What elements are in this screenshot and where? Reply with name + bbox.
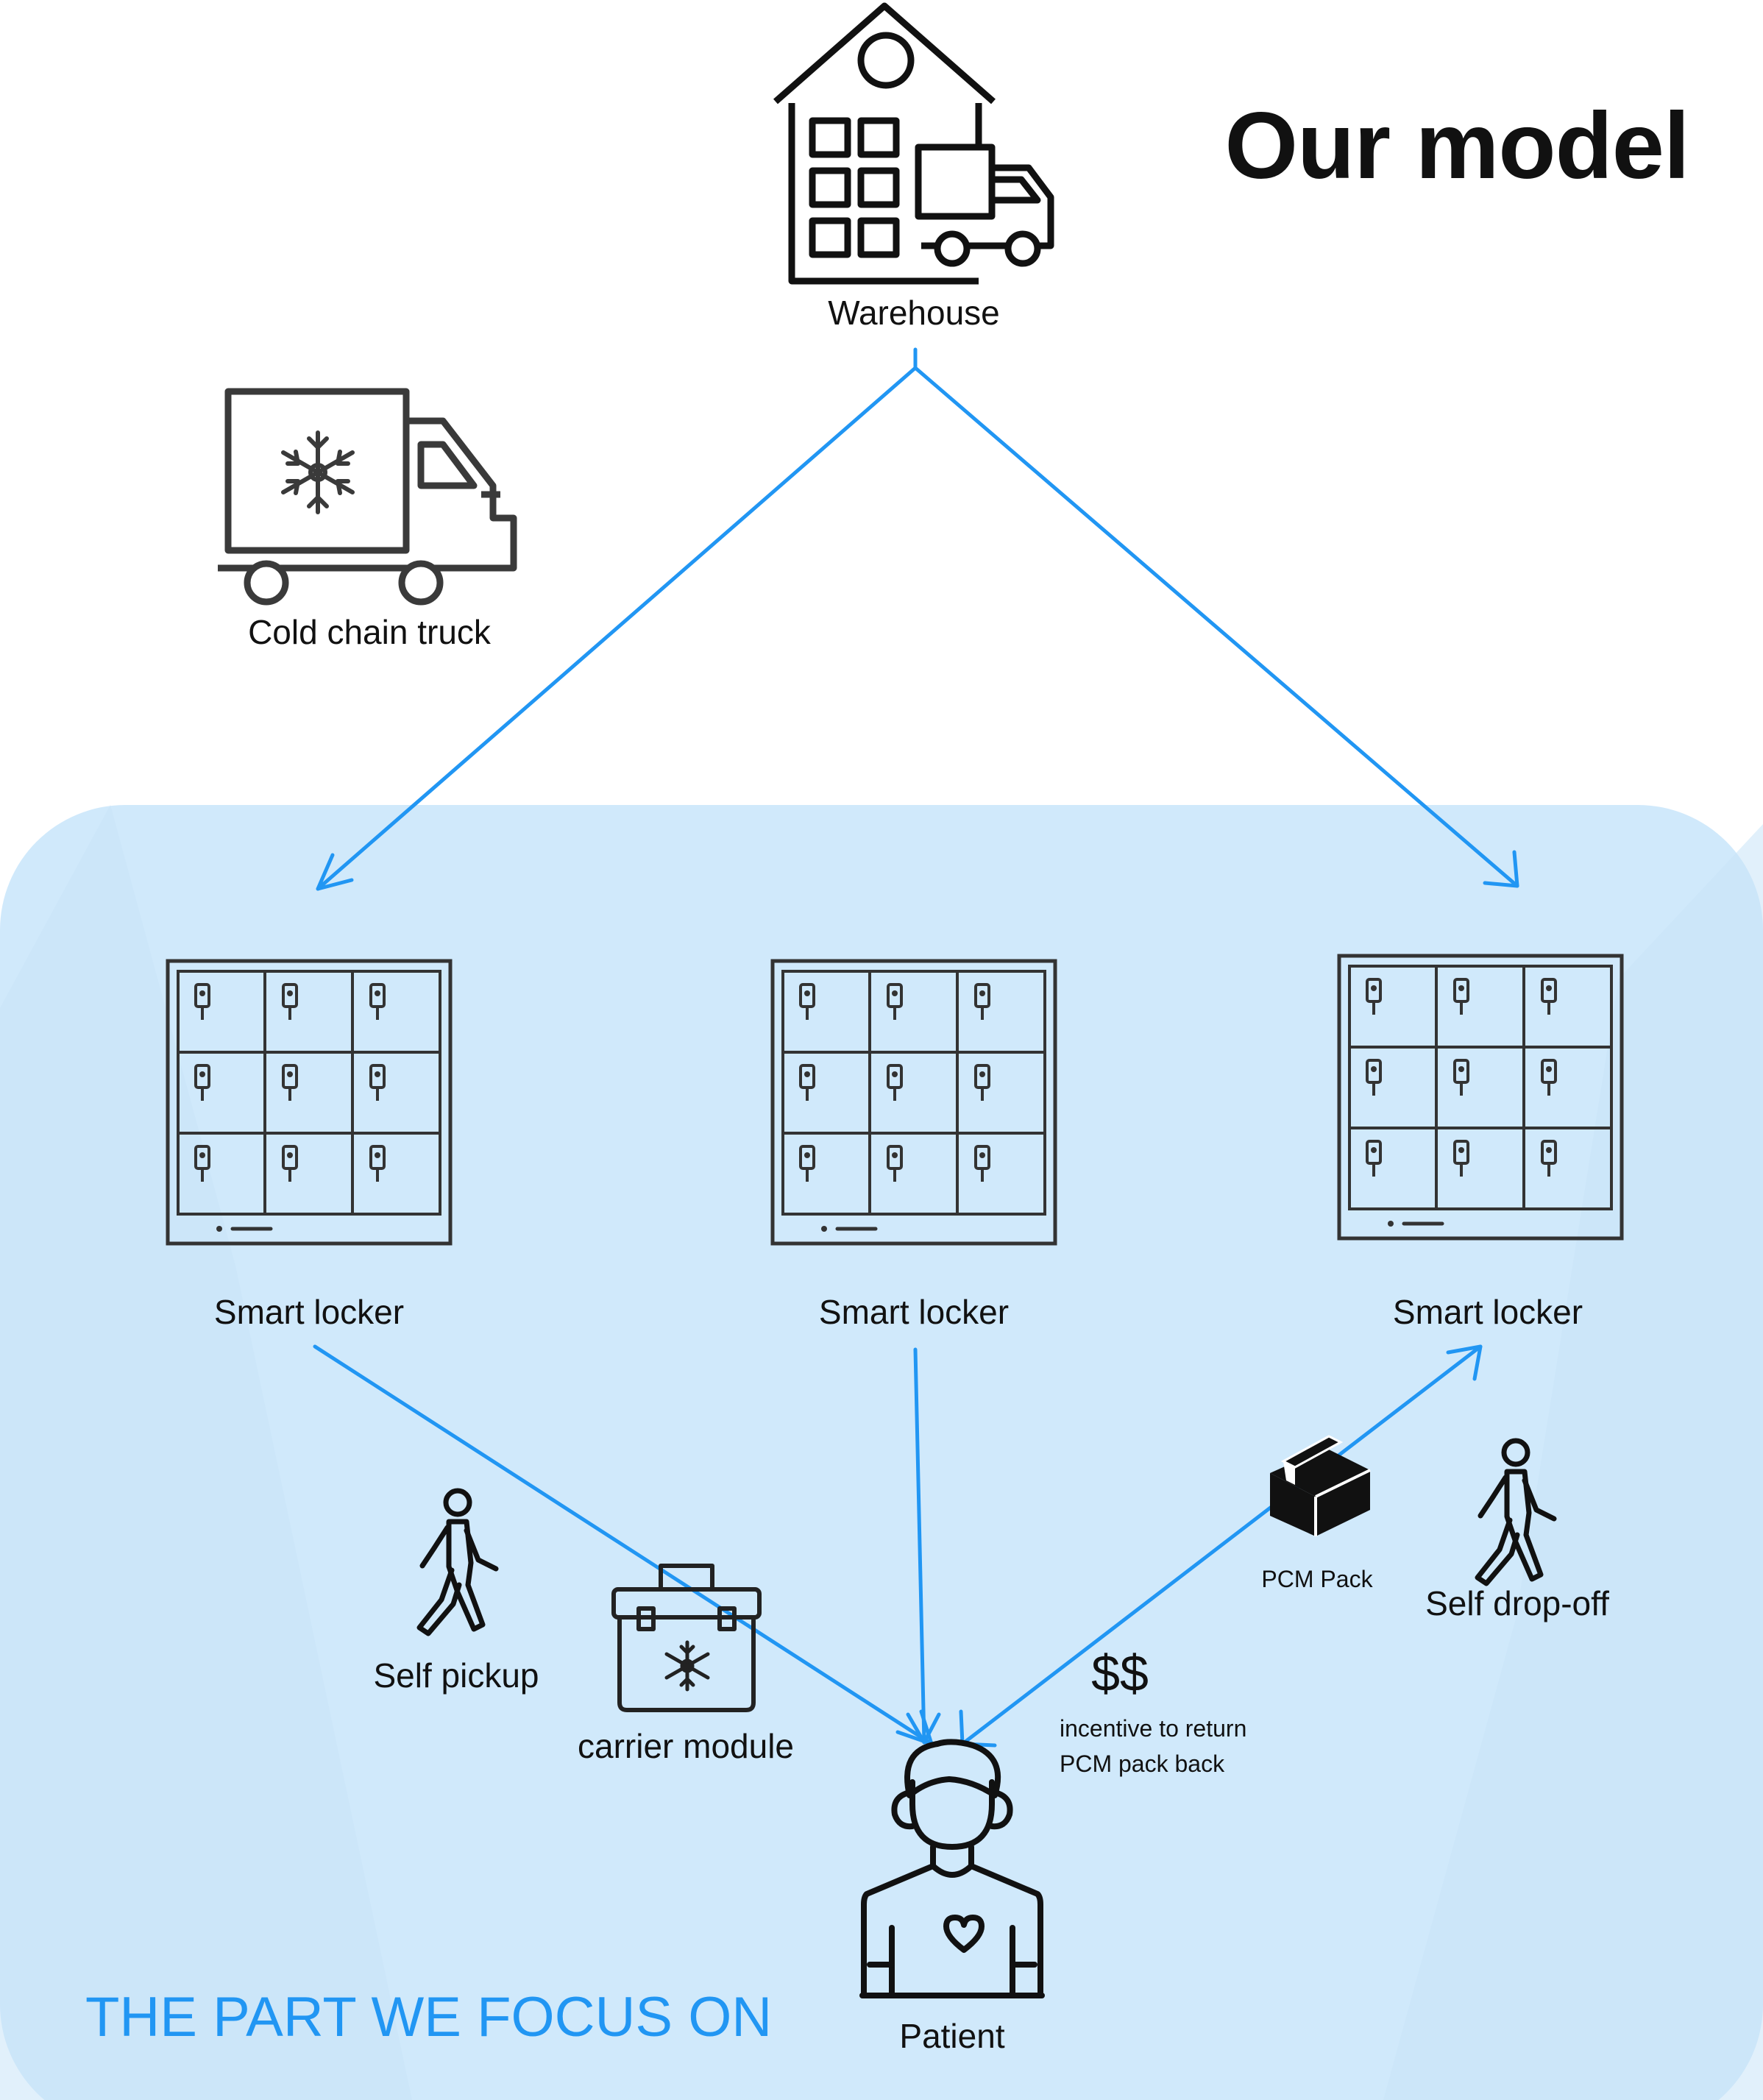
smart-locker-right-label: Smart locker: [1392, 1293, 1583, 1331]
arrow-head-right-locker-return: [1446, 1344, 1483, 1381]
arrow-patient-to-right-locker: [960, 1344, 1483, 1746]
warehouse-label: Warehouse: [828, 294, 1000, 332]
focus-area-label: THE PART WE FOCUS ON: [85, 1986, 773, 2048]
pcm-pack-label: PCM Pack: [1261, 1566, 1373, 1592]
arrow-center-locker-to-patient: [913, 1347, 926, 1745]
arrow-to-right-locker: [913, 366, 1519, 888]
cooler-box-icon: [611, 1564, 762, 1712]
arrow-head-right-locker: [1483, 850, 1519, 888]
arrow-left-locker-to-patient: [313, 1344, 934, 1746]
incentive-line-1: incentive to return: [1060, 1715, 1247, 1742]
warehouse-icon: [773, 2, 1054, 285]
incentive-note: incentive to return PCM pack back: [1060, 1711, 1246, 1781]
incentive-line-2: PCM pack back: [1060, 1750, 1225, 1777]
patient-label: Patient: [899, 2017, 1005, 2055]
carrier-module-label: carrier module: [578, 1727, 794, 1765]
package-icon: [1270, 1435, 1371, 1536]
arrow-to-left-locker: [316, 366, 918, 891]
arrow-head-left-locker: [316, 853, 354, 891]
cold-chain-truck-label: Cold chain truck: [248, 613, 491, 651]
smart-locker-left-label: Smart locker: [213, 1293, 405, 1331]
self-pickup-label: Self pickup: [373, 1656, 539, 1695]
cold-truck-icon: [218, 388, 517, 606]
incentive-symbol: $$: [1091, 1645, 1149, 1702]
self-dropoff-label: Self drop-off: [1425, 1584, 1609, 1622]
page-title: Our model: [1224, 93, 1689, 199]
arrow-head-patient-center: [906, 1712, 941, 1745]
smart-locker-center-label: Smart locker: [818, 1293, 1010, 1331]
flow-arrows: [313, 347, 1519, 1748]
patient-icon: [859, 1739, 1045, 1998]
